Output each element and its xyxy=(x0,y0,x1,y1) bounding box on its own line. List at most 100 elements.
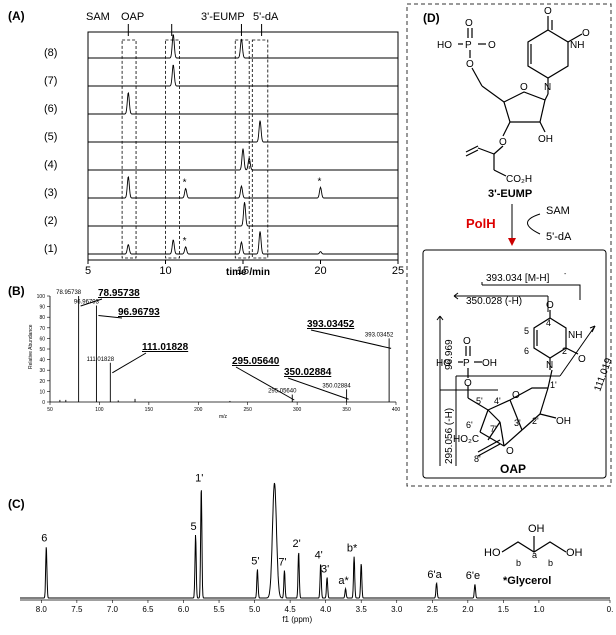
atom-number: 5 xyxy=(524,326,529,336)
trace-label: (2) xyxy=(44,215,57,227)
atom-label: O xyxy=(466,59,474,70)
trace-label: (3) xyxy=(44,187,57,199)
x-tick-label: 250 xyxy=(244,407,253,413)
y-axis-label: Relative Abundance xyxy=(28,324,34,369)
impurity-star: * xyxy=(318,176,322,187)
nmr-peak-label: 7' xyxy=(278,556,286,568)
nmr-peak-label: 2' xyxy=(293,538,301,550)
atom-label: HO₂C xyxy=(453,434,479,445)
atom-number: 1' xyxy=(550,380,557,390)
y-tick-label: 70 xyxy=(39,326,45,332)
atom-label: P xyxy=(463,358,470,369)
peak-label: 5'-dA xyxy=(253,11,279,23)
x-tick-label: 0. xyxy=(607,605,614,614)
atom-label: O xyxy=(582,28,590,39)
fragment-295: 295.056 (-H) xyxy=(444,408,455,464)
chromatogram-trace xyxy=(88,34,398,59)
position-label: b xyxy=(516,558,521,568)
y-tick-label: 10 xyxy=(39,389,45,395)
x-tick-label: 3.0 xyxy=(391,605,403,614)
y-tick-label: 90 xyxy=(39,305,45,311)
ms-callout-arrow xyxy=(80,298,103,307)
ms-peak-label: 111.01828 xyxy=(87,357,115,363)
y-tick-label: 0 xyxy=(42,400,45,406)
chromatogram-trace xyxy=(88,120,398,143)
ms-callout-arrow xyxy=(310,329,392,349)
trace-label: (4) xyxy=(44,159,57,171)
arrowhead-red xyxy=(508,238,516,246)
atom-number: 4' xyxy=(494,396,501,406)
x-tick-label: 3.5 xyxy=(356,605,368,614)
atom-number: 6 xyxy=(524,346,529,356)
ms-callout-arrow xyxy=(287,377,349,400)
nmr-peak-label: 3' xyxy=(321,563,329,575)
nmr-peak-label: b* xyxy=(347,543,358,555)
x-tick-label: 2.5 xyxy=(427,605,439,614)
oap-frame xyxy=(422,249,607,479)
ms-callout-arrow xyxy=(112,352,147,374)
x-tick-label: 10 xyxy=(159,265,171,277)
atom-label: OH xyxy=(556,416,571,427)
x-tick-label: 200 xyxy=(194,407,203,413)
nmr-spectrum xyxy=(20,482,610,599)
atom-label: HO xyxy=(437,40,452,51)
x-tick-label: 5 xyxy=(85,265,91,277)
atom-label: N xyxy=(544,82,551,93)
y-tick-label: 80 xyxy=(39,315,45,321)
ms-peak-label: 78.95738 xyxy=(56,290,82,296)
nmr-peak-label: 5' xyxy=(251,555,259,567)
x-axis-label: f1 (ppm) xyxy=(282,615,312,624)
compound-name-3-eump: 3'-EUMP xyxy=(488,188,532,200)
chromatogram-trace xyxy=(88,64,398,87)
x-tick-label: 6.5 xyxy=(142,605,154,614)
fragment-lines xyxy=(436,282,596,466)
atom-label: OH xyxy=(566,547,583,559)
y-tick-label: 30 xyxy=(39,368,45,374)
atom-label: HO xyxy=(436,358,451,369)
y-tick-label: 50 xyxy=(39,347,45,353)
fragment-393-charge: - xyxy=(564,271,567,278)
trace-label: (5) xyxy=(44,131,57,143)
trace-label: (1) xyxy=(44,243,57,255)
position-label: b xyxy=(548,558,553,568)
atom-label: O xyxy=(465,18,473,29)
x-axis-label: time /min xyxy=(226,267,270,278)
trace-label: (7) xyxy=(44,75,57,87)
atom-number: 3' xyxy=(514,418,521,428)
ms-callout-arrow xyxy=(98,315,123,319)
chromatogram-trace xyxy=(88,148,398,171)
x-axis-label: m/z xyxy=(219,414,228,420)
atom-label: O xyxy=(506,446,514,457)
x-tick-label: 6.0 xyxy=(178,605,190,614)
x-tick-label: 50 xyxy=(47,407,53,413)
panel-d-frame xyxy=(406,3,612,487)
atom-number: 5' xyxy=(476,396,483,406)
panel-c-label: (C) xyxy=(8,497,25,511)
atom-label: OH xyxy=(482,358,497,369)
ms-callout-arrow xyxy=(235,366,295,401)
glycerol-structure: OH HO OH b a b *Glycerol xyxy=(484,523,583,587)
x-tick-label: 2.0 xyxy=(462,605,474,614)
nmr-peak-label: 5 xyxy=(191,521,197,533)
x-tick-label: 8.0 xyxy=(36,605,48,614)
chromatogram-trace xyxy=(88,202,398,227)
atom-number: 4 xyxy=(546,318,551,328)
x-tick-label: 4.0 xyxy=(320,605,332,614)
x-tick-label: 100 xyxy=(95,407,104,413)
y-tick-label: 60 xyxy=(39,336,45,342)
x-tick-label: 15 xyxy=(237,265,249,277)
nmr-peak-label: 4' xyxy=(315,550,323,562)
bicyclic-sugar-oap xyxy=(467,369,557,457)
x-tick-label: 400 xyxy=(392,407,401,413)
ms-peak-label: 350.02884 xyxy=(322,383,351,389)
impurity-star: * xyxy=(183,236,187,247)
atom-label: O xyxy=(512,390,520,401)
ms-callout: 96.96793 xyxy=(118,307,160,318)
x-tick-label: 350 xyxy=(342,407,351,413)
panel-b-label: (B) xyxy=(8,284,25,298)
atom-label: NH xyxy=(568,330,582,341)
reaction-arrow xyxy=(511,204,541,242)
atom-label: O xyxy=(463,336,471,347)
panel-d-label: (D) xyxy=(423,11,440,25)
